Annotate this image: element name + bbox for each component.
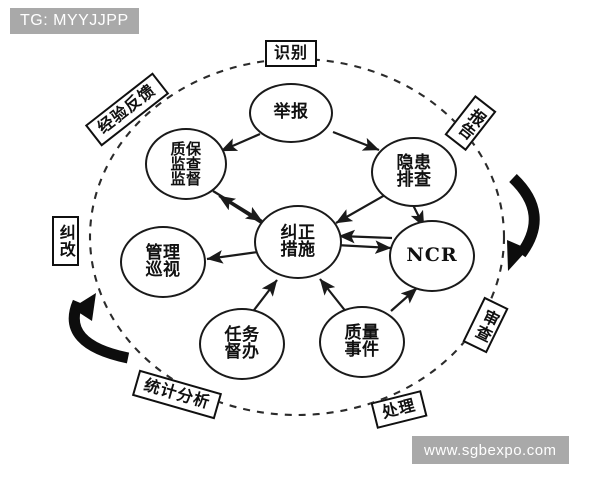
right-arc-arrowhead <box>507 240 528 271</box>
node-yinhuan[interactable]: 隐患 排查 <box>371 137 457 207</box>
watermark-bottom-right-text: www.sgbexpo.com <box>424 441 557 459</box>
node-renwu[interactable]: 任务 督办 <box>199 308 285 380</box>
node-guanli[interactable]: 管理 巡视 <box>120 226 206 298</box>
connector-jubao-yinhuan <box>332 130 380 152</box>
stage-label-chuli-text: 处理 <box>379 395 418 422</box>
stage-label-zhengai-text: 纠改 <box>56 224 76 258</box>
node-jiuzheng[interactable]: 纠正 措施 <box>254 205 342 279</box>
watermark-bottom-right: www.sgbexpo.com <box>412 436 569 464</box>
node-zhibao[interactable]: 质保 监查 监督 <box>145 128 227 200</box>
connector-jiuzheng-zhibao <box>218 195 267 227</box>
right-arc-arrow <box>509 174 540 258</box>
dashed-boundary-ellipse <box>88 57 506 417</box>
connector-zhiliang-jiuzheng <box>319 278 348 314</box>
node-yinhuan-label: 隐患 排查 <box>396 152 432 190</box>
connector-ncr-jiuzheng <box>338 229 393 244</box>
node-renwu-label: 任务 督办 <box>224 324 260 362</box>
node-zhibao-label: 质保 监查 监督 <box>170 139 202 188</box>
connector-zhiliang-ncr <box>390 287 418 312</box>
node-jiuzheng-label: 纠正 措施 <box>280 222 316 260</box>
connector-yinhuan-jiuzheng <box>335 194 386 224</box>
connector-jubao-zhibao <box>220 132 261 153</box>
node-guanli-label: 管理 巡视 <box>145 242 181 280</box>
connector-zhibao-jiuzheng <box>212 190 263 222</box>
stage-label-zhengai[interactable]: 纠改 <box>52 216 79 266</box>
watermark-top-left: TG: MYYJJPP <box>10 8 139 34</box>
connector-renwu-jiuzheng <box>250 279 278 315</box>
stage-label-shibie-text: 识别 <box>274 43 309 62</box>
node-ncr[interactable]: NCR <box>389 220 475 292</box>
watermark-top-left-text: TG: MYYJJPP <box>20 12 129 29</box>
node-zhiliang[interactable]: 质量 事件 <box>319 306 405 378</box>
connector-jiuzheng-guanli <box>206 250 259 264</box>
node-jubao[interactable]: 举报 <box>249 83 333 143</box>
node-ncr-label: NCR <box>406 244 458 267</box>
node-zhiliang-label: 质量 事件 <box>344 322 380 360</box>
stage-label-shibie[interactable]: 识别 <box>265 40 318 67</box>
left-arc-arrowhead <box>72 293 96 321</box>
connector-jiuzheng-ncr <box>335 240 392 254</box>
node-jubao-label: 举报 <box>273 102 309 123</box>
left-arc-arrow <box>68 299 130 364</box>
